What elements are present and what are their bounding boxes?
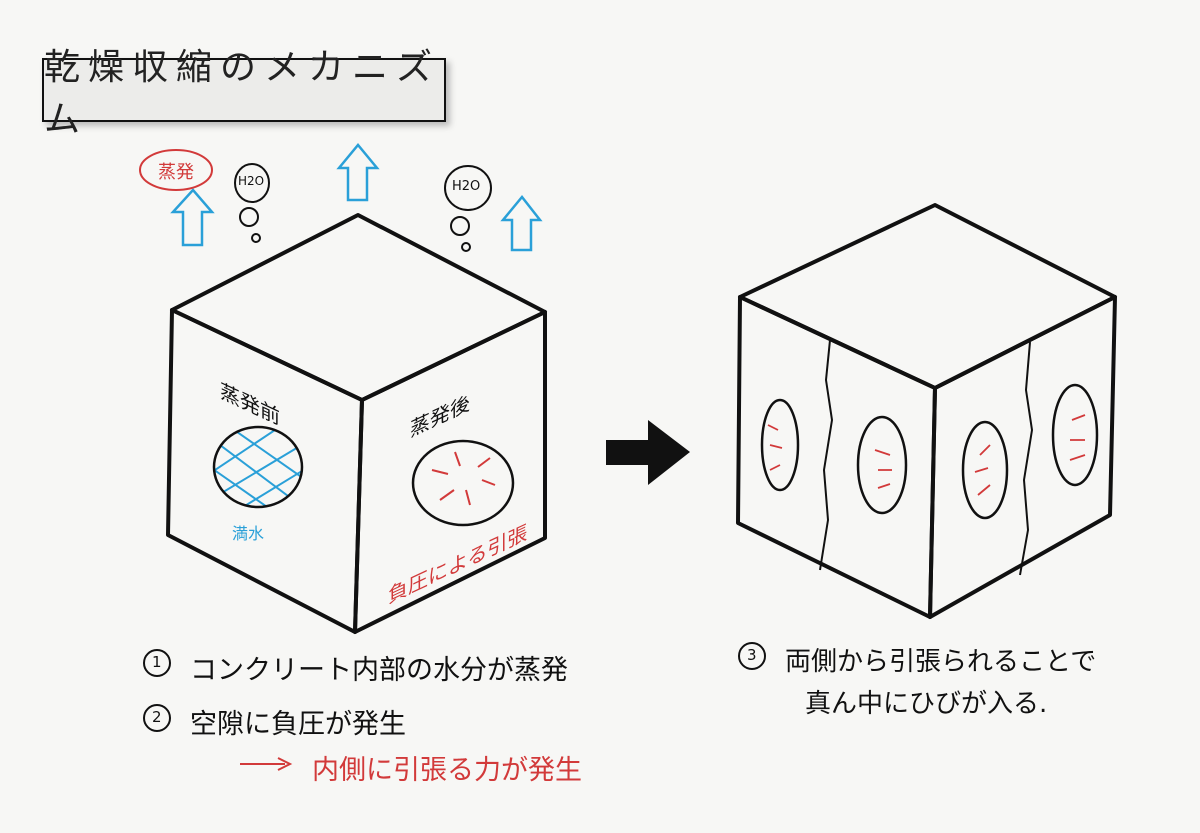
full-water-label: 満水	[232, 524, 265, 543]
up-arrow-icon	[500, 195, 543, 252]
arrow-right-icon	[606, 420, 690, 485]
evaporation-tag: 蒸発	[158, 162, 194, 183]
pore-empty	[411, 439, 515, 527]
evaporation-arrows	[170, 143, 543, 252]
pore-full	[212, 425, 304, 509]
step-1-number: 1	[152, 653, 162, 671]
step-3-text-line2: 真ん中にひびが入る.	[805, 689, 1048, 719]
title-box: 乾燥収縮のメカニズム	[42, 47, 446, 140]
step-2-number: 2	[152, 708, 162, 726]
title: 乾燥収縮のメカニズム	[44, 47, 441, 140]
step-2-text: 空隙に負圧が発生	[190, 709, 406, 740]
up-arrow-icon	[170, 188, 215, 247]
h2o-label: H2O	[452, 179, 481, 194]
h2o-label: H2O	[238, 174, 265, 188]
result-arrow-icon	[240, 757, 293, 771]
cracks	[819, 339, 1034, 576]
right-cube	[736, 203, 1117, 619]
step-circles	[143, 642, 766, 732]
up-arrow-icon	[336, 143, 380, 202]
step-3-number: 3	[747, 646, 757, 664]
bubbles	[139, 149, 492, 252]
step-1-text: コンクリート内部の水分が蒸発	[190, 655, 568, 686]
pores-stretched	[760, 383, 1099, 520]
left-cube	[166, 213, 547, 634]
step-2-result: 内側に引張る力が発生	[312, 755, 582, 786]
tension-arrows	[767, 414, 1086, 496]
step-3-text-line1: 両側から引張られることで	[785, 647, 1097, 677]
